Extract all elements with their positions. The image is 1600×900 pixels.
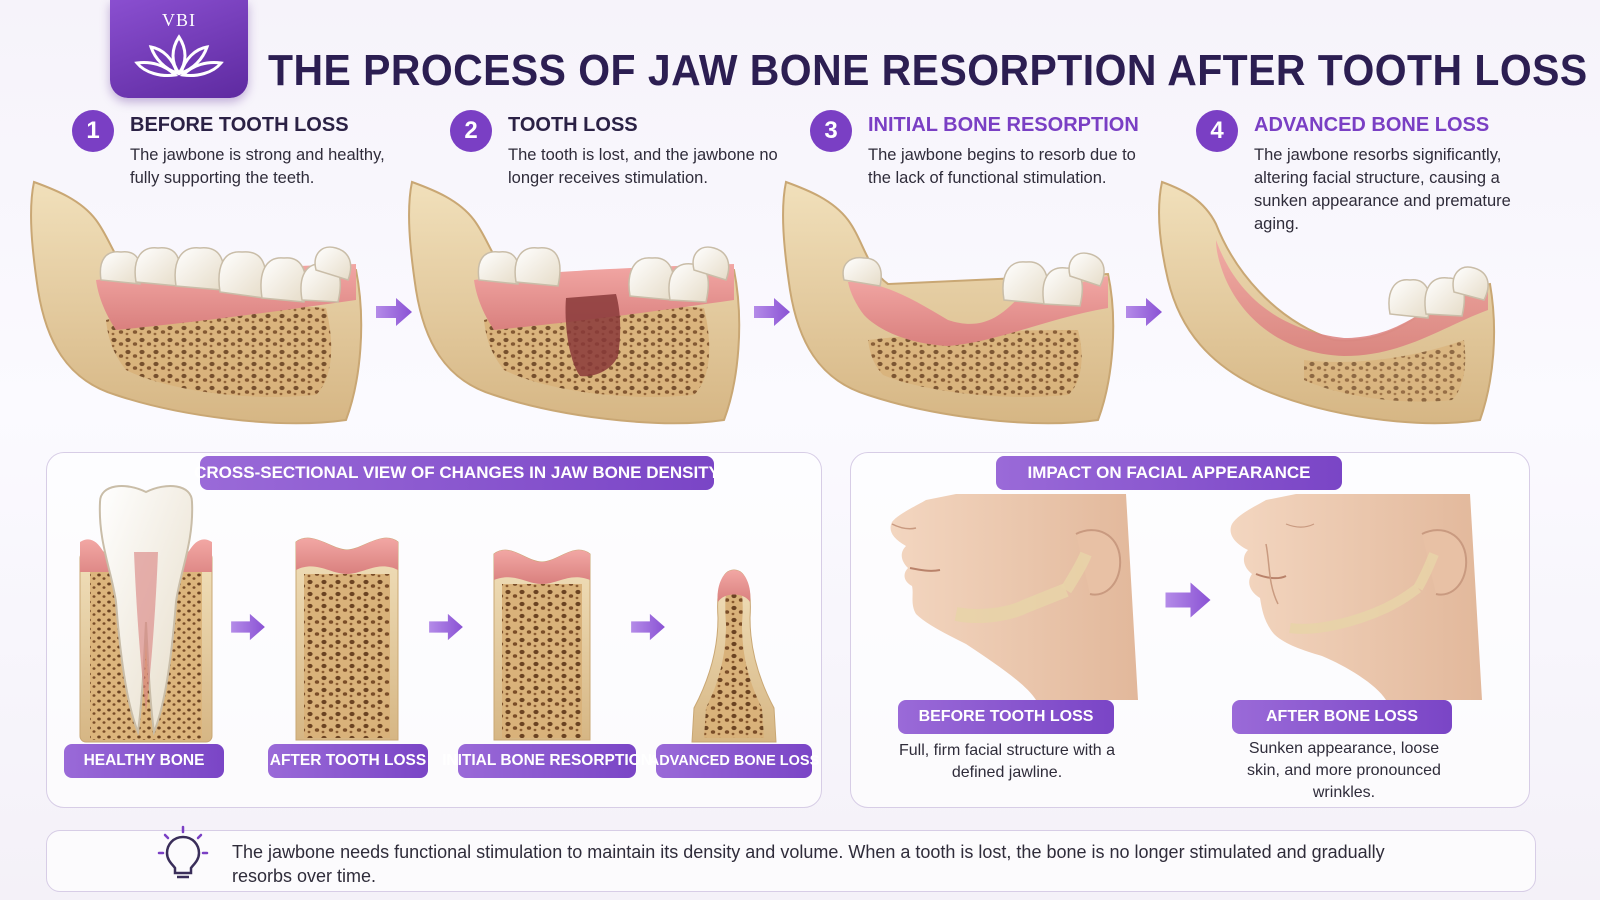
stage-description: The jawbone begins to resorb due to the … xyxy=(868,146,1136,187)
label-healthy-bone: HEALTHY BONE xyxy=(64,744,224,778)
stage-1: 1 BEFORE TOOTH LOSS The jawbone is stron… xyxy=(72,108,402,438)
stage-title: INITIAL BONE RESORPTION xyxy=(868,114,1139,136)
lotus-icon xyxy=(134,34,224,77)
jaw-advanced-loss-illustration xyxy=(1158,180,1496,425)
face-before-illustration xyxy=(890,494,1138,700)
label-face-before: BEFORE TOOTH LOSS xyxy=(898,700,1114,734)
arrow-right-icon xyxy=(429,613,463,641)
cross-section-header: CROSS-SECTIONAL VIEW OF CHANGES IN JAW B… xyxy=(194,456,720,490)
stage-title: BEFORE TOOTH LOSS xyxy=(130,114,349,136)
page-title: THE PROCESS OF JAW BONE RESORPTION AFTER… xyxy=(268,46,1588,95)
label-after-tooth-loss: AFTER TOOTH LOSS xyxy=(268,744,428,778)
jaw-initial-resorption-illustration xyxy=(782,180,1115,425)
stage-number: 3 xyxy=(810,110,852,152)
caption-face-before: Full, firm facial structure with a defin… xyxy=(898,742,1116,781)
arrow-right-icon xyxy=(231,613,265,641)
label-face-after: AFTER BONE LOSS xyxy=(1232,700,1452,734)
cross-section-after-tooth-loss xyxy=(295,537,399,741)
arrow-right-icon xyxy=(631,613,665,641)
brand-logo: VBI xyxy=(110,0,248,98)
brand-name: VBI xyxy=(162,10,196,30)
stage-description: The jawbone resorbs significantly, alter… xyxy=(1254,146,1511,233)
cross-section-initial-resorption xyxy=(493,549,591,741)
label-initial-resorption: INITIAL BONE RESORPTION xyxy=(442,744,652,778)
face-after-illustration xyxy=(1230,494,1482,700)
label-advanced-loss: ADVANCED BONE LOSS xyxy=(649,744,819,778)
cross-section-healthy-bone xyxy=(79,485,213,743)
jaw-healthy-illustration xyxy=(30,180,363,425)
stage-2: 2 TOOTH LOSS The tooth is lost, and the … xyxy=(450,108,780,438)
stage-title: ADVANCED BONE LOSS xyxy=(1254,114,1490,136)
lightbulb-icon xyxy=(157,825,209,879)
footer-note-panel: The jawbone needs functional stimulation… xyxy=(46,825,1536,892)
stage-title: TOOTH LOSS xyxy=(508,114,638,136)
facial-appearance-header: IMPACT ON FACIAL APPEARANCE xyxy=(996,456,1342,490)
stage-description: The tooth is lost, and the jawbone no lo… xyxy=(508,146,778,187)
jaw-tooth-loss-illustration xyxy=(408,180,741,425)
stage-number: 2 xyxy=(450,110,492,152)
footer-note-text: The jawbone needs functional stimulation… xyxy=(232,842,1385,886)
stage-4: 4 ADVANCED BONE LOSS The jawbone resorbs… xyxy=(1196,108,1536,438)
cross-section-advanced-loss xyxy=(691,569,777,743)
caption-face-after: Sunken appearance, loose skin, and more … xyxy=(1247,740,1441,801)
stage-description: The jawbone is strong and healthy, fully… xyxy=(130,146,385,187)
arrow-right-icon xyxy=(1165,582,1211,618)
stage-number: 4 xyxy=(1196,110,1238,152)
stage-number: 1 xyxy=(72,110,114,152)
stage-3: 3 INITIAL BONE RESORPTION The jawbone be… xyxy=(810,108,1140,438)
